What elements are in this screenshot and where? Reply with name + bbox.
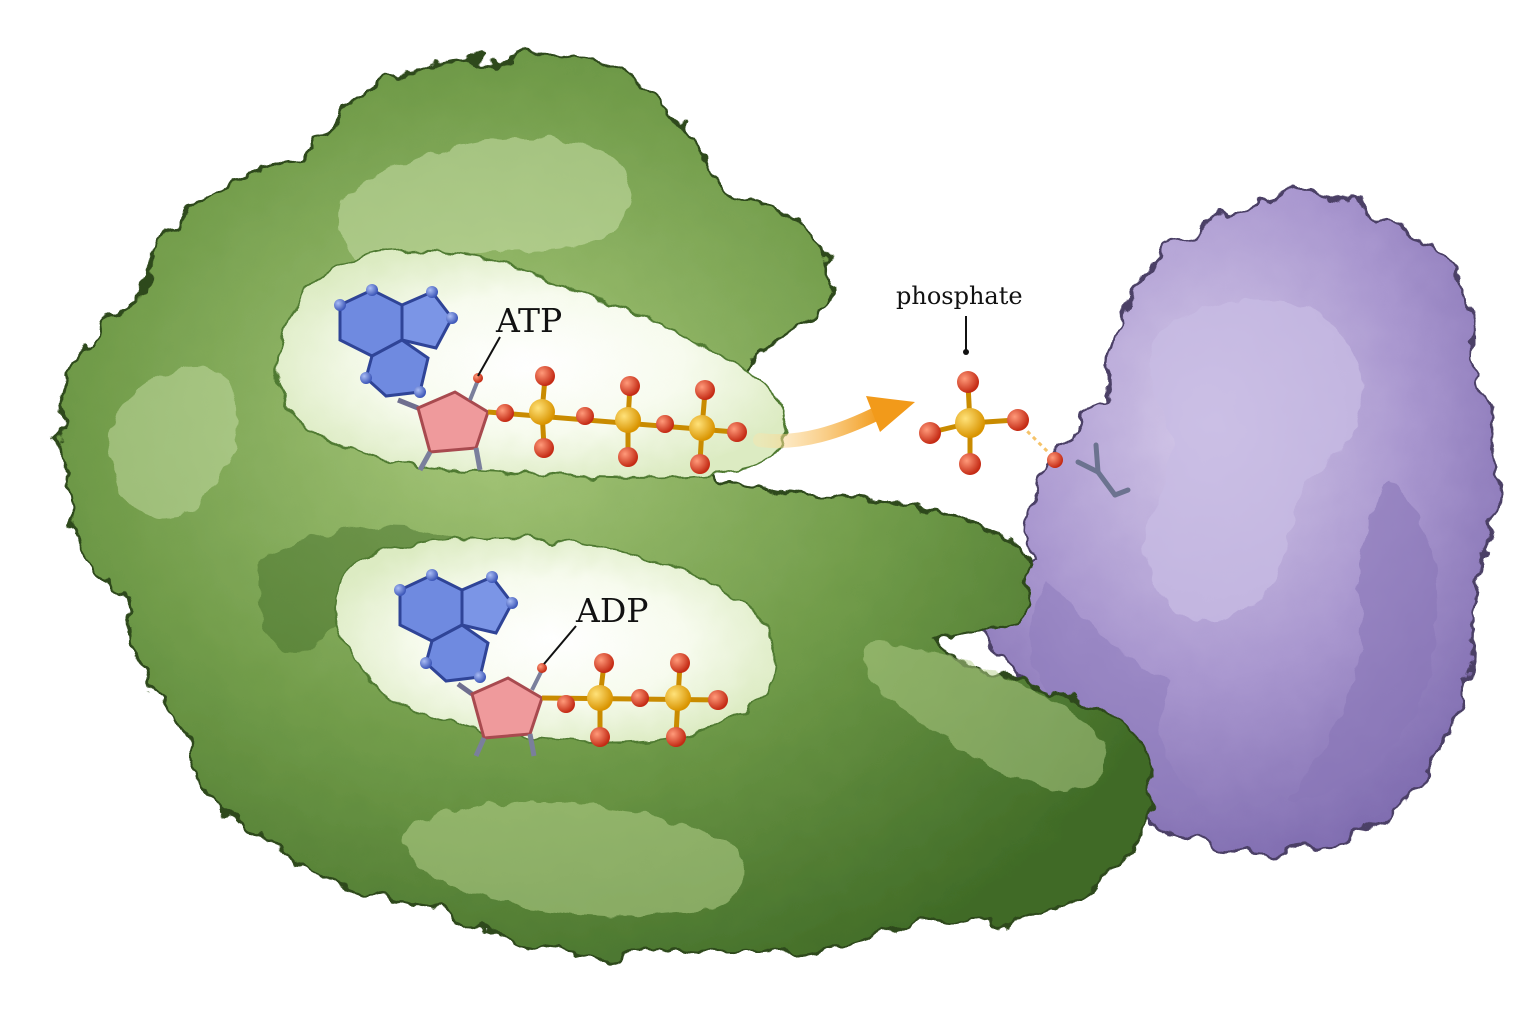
adp-molecule [394, 569, 728, 758]
adp-phosphate-atoms [557, 653, 728, 747]
adp-label: ADP [543, 591, 649, 665]
free-phosphate [919, 371, 1063, 475]
substrate-protein-shade [1290, 480, 1437, 800]
kinase-highlight-top [338, 138, 630, 277]
substrate-protein-fold [1145, 300, 1362, 622]
atp-adenine [334, 284, 458, 398]
atp-ribose [397, 373, 490, 472]
atp-molecule [334, 284, 747, 474]
phosphate-label-text: phosphate [896, 282, 1023, 310]
substrate-protein [978, 191, 1498, 855]
kinase-highlight-right [861, 640, 1107, 792]
atp-phosphate-atoms [496, 366, 747, 474]
atp-label: ATP [477, 301, 562, 377]
kinase-protein [58, 52, 1154, 958]
adp-label-text: ADP [575, 591, 649, 630]
kinase-highlight-bottom [402, 801, 745, 916]
substrate-protein-shade-2 [1029, 580, 1200, 800]
acceptor-side-chain [1075, 442, 1131, 498]
phosphate-label: phosphate [896, 282, 1023, 355]
adp-adenine [394, 569, 518, 683]
adp-ribose [456, 663, 547, 758]
atp-label-text: ATP [495, 301, 562, 340]
curved-arrow-icon [753, 396, 915, 449]
kinase-highlight-left [108, 368, 238, 519]
